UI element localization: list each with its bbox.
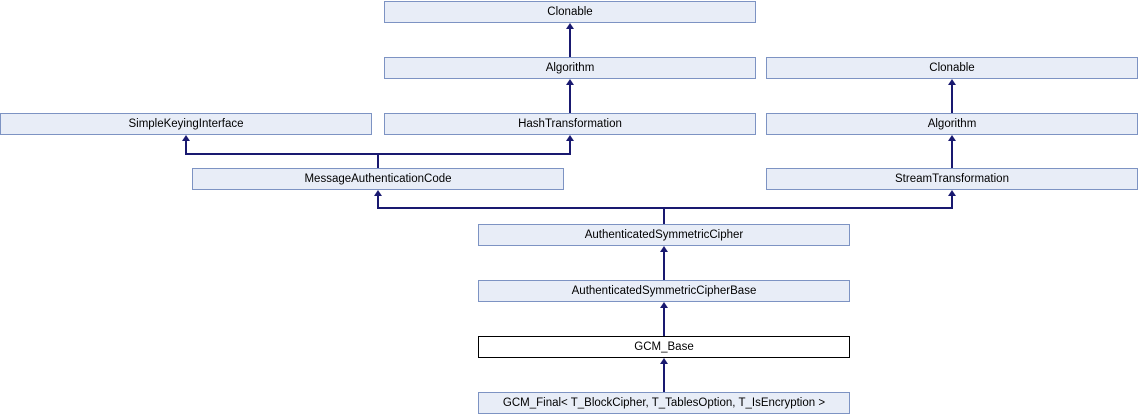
class-node-gcm-final[interactable]: GCM_Final< T_BlockCipher, T_TablesOption… (478, 392, 850, 414)
class-node-algorithm-center[interactable]: Algorithm (384, 57, 756, 79)
edge-mac-riser (377, 153, 379, 168)
edge-asc-stub-right (951, 195, 953, 209)
class-node-clonable-top[interactable]: Clonable (384, 1, 756, 23)
arrow-up-icon (374, 190, 382, 196)
class-node-message-authentication-code[interactable]: MessageAuthenticationCode (192, 168, 564, 190)
edge-gcm-base-to-ascb (663, 307, 665, 336)
edge-asc-junction-bar (377, 207, 953, 209)
edge-mac-stub-left (185, 140, 187, 155)
edge-asc-stub-left (377, 195, 379, 209)
edge-hash-transformation-to-algorithm-center (569, 84, 571, 113)
arrow-up-icon (948, 79, 956, 85)
edge-algorithm-right-to-clonable-right (951, 84, 953, 113)
edge-gcm-final-to-gcm-base (663, 363, 665, 392)
class-node-stream-transformation[interactable]: StreamTransformation (766, 168, 1138, 190)
class-node-hash-transformation[interactable]: HashTransformation (384, 113, 756, 135)
class-node-authenticated-symmetric-cipher[interactable]: AuthenticatedSymmetricCipher (478, 224, 850, 246)
edge-mac-stub-right (569, 140, 571, 155)
arrow-up-icon (566, 23, 574, 29)
arrow-up-icon (660, 246, 668, 252)
class-node-clonable-right[interactable]: Clonable (766, 57, 1138, 79)
arrow-up-icon (948, 135, 956, 141)
class-node-authenticated-symmetric-cipher-base[interactable]: AuthenticatedSymmetricCipherBase (478, 280, 850, 302)
arrow-up-icon (566, 135, 574, 141)
edge-algorithm-center-to-clonable-top (569, 28, 571, 57)
arrow-up-icon (660, 302, 668, 308)
class-node-algorithm-right[interactable]: Algorithm (766, 113, 1138, 135)
edge-asc-riser (663, 207, 665, 224)
arrow-up-icon (182, 135, 190, 141)
arrow-up-icon (660, 358, 668, 364)
arrow-up-icon (948, 190, 956, 196)
edge-stream-transformation-to-algorithm-right (951, 140, 953, 168)
arrow-up-icon (566, 79, 574, 85)
edge-ascb-to-asc (663, 251, 665, 280)
class-node-simple-keying-interface[interactable]: SimpleKeyingInterface (0, 113, 372, 135)
class-node-gcm-base-current: GCM_Base (478, 336, 850, 358)
